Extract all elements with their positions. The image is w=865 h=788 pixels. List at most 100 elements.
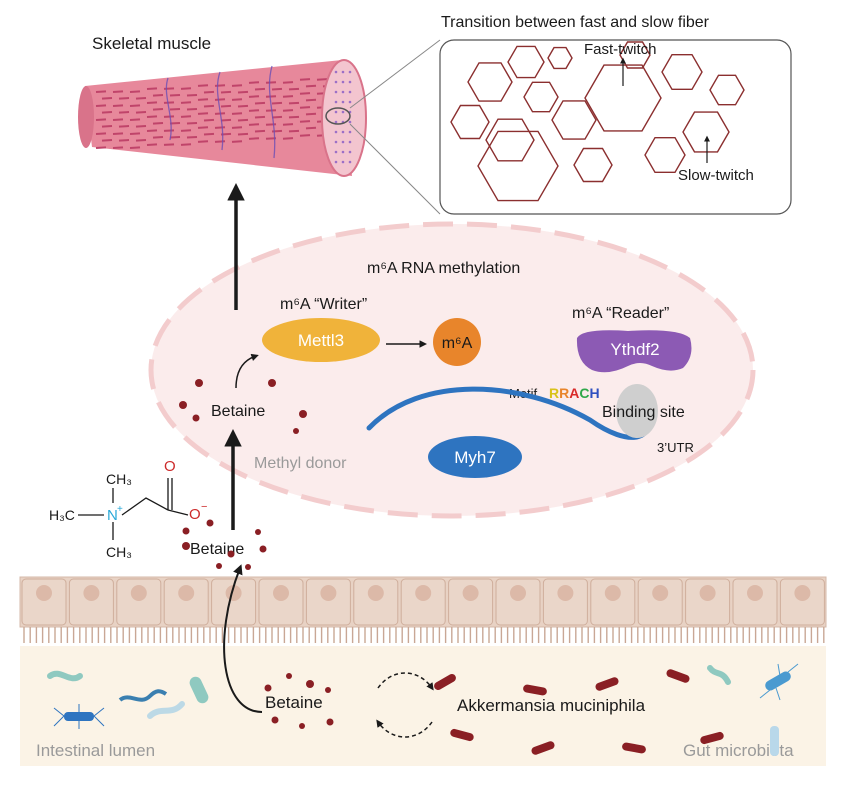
fiber-inset-box [439, 39, 792, 215]
structure-oxygen-top: O [164, 458, 176, 475]
myofibril-segment [237, 132, 249, 136]
epithelial-cell [163, 578, 209, 626]
cell-nucleus [557, 585, 574, 601]
cross-section-dot [334, 90, 338, 94]
myofibril-segment [271, 115, 283, 119]
betaine-dot [206, 519, 214, 527]
cross-section-dot [334, 110, 338, 114]
myofibril-segment [95, 146, 107, 149]
myofibril-segment [169, 121, 181, 125]
epithelial-cells [21, 578, 825, 626]
myofibril-segment [163, 87, 175, 90]
myofibril-segment [163, 129, 175, 132]
akkermansia-label: Akkermansia muciniphila [457, 696, 646, 715]
methyl-donor-label: Methyl donor [254, 455, 347, 472]
betaine-to-mettl3-arrow [235, 353, 259, 389]
myofibril-segment [146, 101, 158, 104]
cell-nucleus [794, 585, 811, 601]
myofibril-segment [288, 129, 300, 133]
myofibril-segment [231, 98, 243, 101]
ythdf2-protein [576, 330, 692, 373]
epithelial-cell [21, 578, 67, 626]
structure-n-charge: + [117, 504, 123, 515]
betaine-dot [326, 718, 334, 726]
myofibril-segment [214, 140, 226, 143]
cross-section-dot [348, 70, 352, 74]
akkermansia-rod [700, 731, 724, 745]
middle-betaine-label: Betaine [190, 541, 244, 558]
myofibril-segment [237, 90, 249, 94]
myofibril-segment [95, 132, 107, 135]
akkermansia-rod [523, 684, 547, 696]
myofibril-segment [163, 101, 175, 104]
cross-section-dot [334, 130, 338, 134]
myofibril-segment [101, 125, 113, 128]
myofibril-segment [254, 115, 266, 119]
cell-nucleus [225, 585, 242, 601]
myofibril-segment [197, 126, 209, 129]
myofibril-segment [135, 139, 147, 142]
zoom-line-top [349, 39, 441, 109]
cross-section-dot [341, 140, 345, 144]
cross-section-dot [341, 110, 345, 114]
myofibril-segment [169, 93, 181, 97]
myofibril-segment [305, 126, 317, 130]
cell-nucleus [178, 585, 195, 601]
epithelial-cell [448, 578, 494, 626]
fiber-hexagon [573, 147, 613, 183]
cross-section-dots [334, 70, 352, 164]
epithelial-cell [637, 578, 683, 626]
myofibril-segment [146, 87, 158, 90]
betaine-dot [299, 410, 307, 418]
myofibril-segment [203, 118, 215, 122]
myofibril-segment [129, 90, 141, 93]
myofibril-segment [186, 93, 198, 97]
cross-section-dot [348, 100, 352, 104]
cross-section-dot [341, 90, 345, 94]
cross-section-dot [348, 80, 352, 84]
myofibril-segment [112, 104, 124, 107]
myofibril-segment [214, 98, 226, 101]
fiber-hexagon [523, 81, 559, 113]
akkermansia-rod [531, 741, 555, 755]
fiber-hexagon [477, 130, 559, 202]
myofibril-segment [146, 143, 158, 146]
myofibril-segment [316, 78, 328, 81]
cross-section-dot [341, 80, 345, 84]
myofibril-segment [152, 135, 164, 139]
cross-section-dot [348, 150, 352, 154]
myofibril-segment [112, 118, 124, 121]
betaine-dot [325, 687, 331, 693]
myofibril-segment [129, 146, 141, 149]
cell-nucleus [273, 585, 289, 601]
cross-section-dot [334, 140, 338, 144]
myofibril-segment [220, 104, 232, 108]
cross-section-dot [334, 120, 338, 124]
myofibril-segment [152, 93, 164, 97]
myofibril-segment [118, 125, 130, 128]
cell-nucleus [415, 585, 432, 601]
myofibril-segment [135, 111, 147, 114]
myofibril-segment [248, 109, 260, 112]
cross-section-dot [341, 150, 345, 154]
fiber-hexagon [450, 104, 490, 140]
structure-oxygen-minus: O [189, 506, 201, 523]
myofibril-segment [197, 140, 209, 143]
betaine-dot [271, 716, 279, 724]
myofibril-segment [231, 84, 243, 87]
myh7-label: Myh7 [454, 448, 496, 467]
epithelial-cell [495, 578, 541, 626]
myofibril-segment [203, 104, 215, 108]
myofibril-segment [152, 121, 164, 125]
myofibril-segment [146, 115, 158, 118]
myofibril-segment [112, 132, 124, 135]
myofibril-segment [118, 139, 130, 142]
fiber-hexagon [644, 136, 686, 174]
betaine-dot [299, 723, 305, 729]
myofibril-segment [248, 137, 260, 140]
myofibril-segment [197, 112, 209, 115]
epithelial-cell [685, 578, 731, 626]
zoom-line-bottom [349, 123, 441, 215]
nucleus-ellipse [148, 221, 756, 519]
betaine-dot [259, 545, 267, 553]
